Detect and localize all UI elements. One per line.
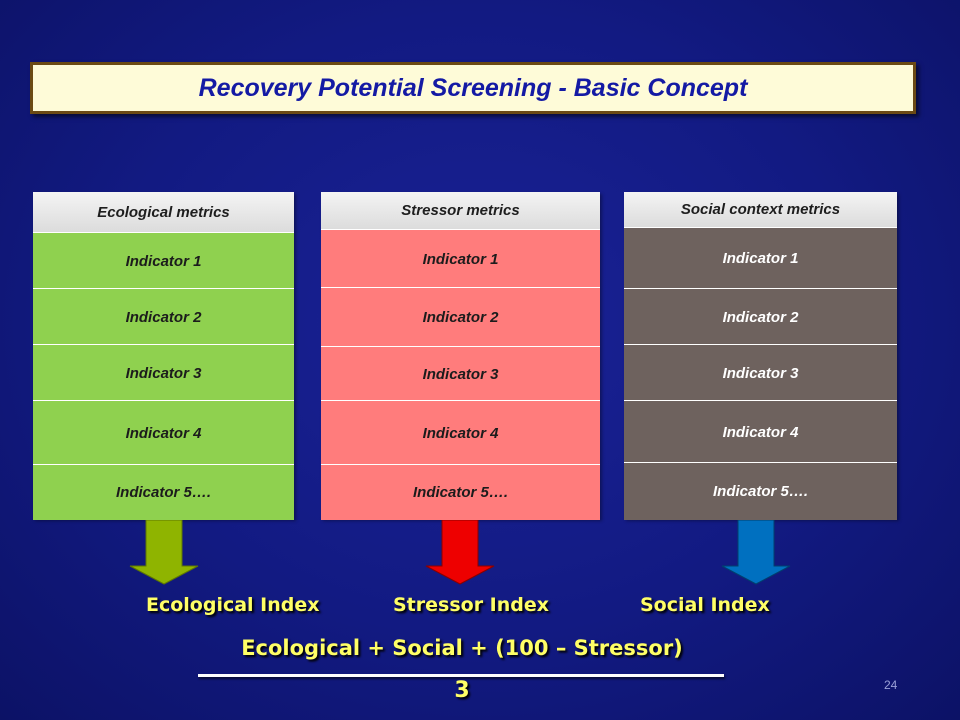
stressor-indicator-2: Indicator 2 xyxy=(321,287,600,347)
ecological-indicator-2: Indicator 2 xyxy=(33,288,294,345)
ecological-indicator-3: Indicator 3 xyxy=(33,344,294,401)
ecological-indicator-5: Indicator 5…. xyxy=(33,464,294,520)
social-indicator-4: Indicator 4 xyxy=(624,400,897,463)
social-indicator-3: Indicator 3 xyxy=(624,344,897,401)
slide-title: Recovery Potential Screening - Basic Con… xyxy=(198,73,748,102)
stressor-indicator-3: Indicator 3 xyxy=(321,346,600,401)
social-indicator-5: Indicator 5…. xyxy=(624,462,897,520)
social-context-metrics-column: Social context metrics Indicator 1 Indic… xyxy=(624,192,897,520)
social-indicator-2: Indicator 2 xyxy=(624,288,897,345)
formula-numerator: Ecological + Social + (100 – Stressor) xyxy=(241,636,683,660)
ecological-indicator-1: Indicator 1 xyxy=(33,232,294,289)
formula-fraction-bar xyxy=(198,674,724,677)
ecological-down-arrow-icon xyxy=(129,520,199,585)
formula-denominator: 3 xyxy=(454,678,470,703)
stressor-index-label: Stressor Index xyxy=(393,594,550,616)
social-index-label: Social Index xyxy=(640,594,770,616)
stressor-indicator-1: Indicator 1 xyxy=(321,229,600,288)
ecological-metrics-column: Ecological metrics Indicator 1 Indicator… xyxy=(33,192,294,520)
stressor-down-arrow-icon xyxy=(425,520,495,585)
ecological-metrics-header: Ecological metrics xyxy=(33,192,294,232)
ecological-indicator-4: Indicator 4 xyxy=(33,400,294,465)
stressor-metrics-header: Stressor metrics xyxy=(321,192,600,229)
social-down-arrow-icon xyxy=(721,520,791,585)
social-context-metrics-header: Social context metrics xyxy=(624,192,897,227)
ecological-index-label: Ecological Index xyxy=(146,594,320,616)
page-number: 24 xyxy=(884,678,898,692)
stressor-indicator-5: Indicator 5…. xyxy=(321,464,600,520)
stressor-metrics-column: Stressor metrics Indicator 1 Indicator 2… xyxy=(321,192,600,520)
slide-title-box: Recovery Potential Screening - Basic Con… xyxy=(30,62,916,114)
social-indicator-1: Indicator 1 xyxy=(624,227,897,289)
stressor-indicator-4: Indicator 4 xyxy=(321,400,600,465)
